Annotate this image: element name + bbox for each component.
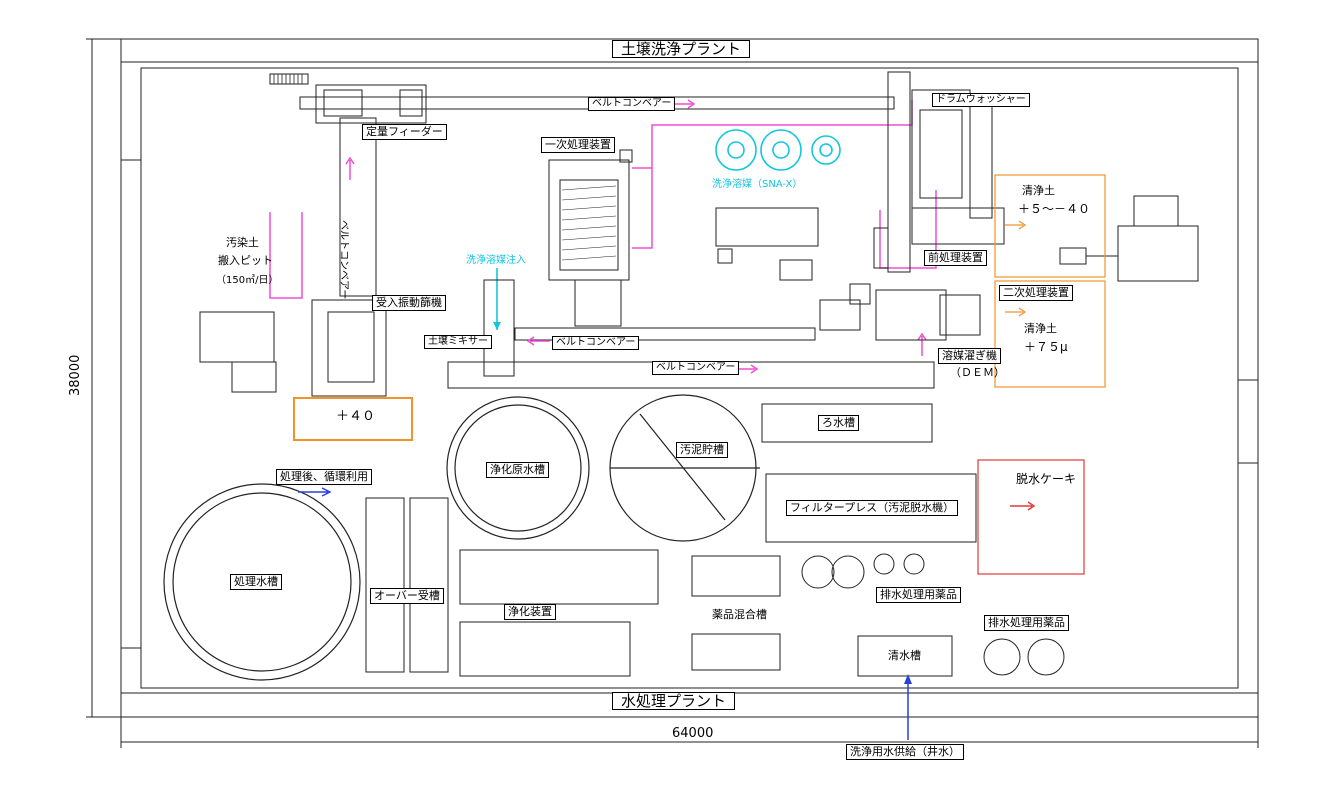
label-drain-chem-right: 排水処理用薬品 [984, 615, 1069, 631]
label-filter-press: フィルタープレス（汚泥脱水機） [786, 500, 959, 516]
label-clean-soil-b-2: ＋７５μ [1024, 340, 1068, 354]
label-belt-conveyor-top: ベルトコンベアー [588, 97, 676, 111]
label-filtrate-tank: ろ水槽 [818, 415, 859, 431]
label-dem-1: 溶媒濯ぎ機 [938, 348, 1001, 364]
filtrate-tank-body [761, 403, 933, 443]
label-contaminated-pit-1: 汚染土 [226, 236, 259, 249]
label-wash-tank: 洗浄溶媒（SNA-X） [712, 179, 803, 190]
label-clean-soil-b-1: 清浄土 [1024, 322, 1057, 335]
clear-water-tank-body [857, 635, 953, 677]
soil-mixer-body [483, 279, 515, 377]
label-wash-water-supply: 洗浄用水供給（井水） [846, 744, 964, 760]
label-sludge-storage: 汚泥貯槽 [676, 442, 728, 458]
label-treated-reuse: 処理後、循環利用 [276, 469, 372, 485]
label-belt-conveyor-vertical: ベルトコンベアー [338, 220, 349, 300]
label-wash-inject: 洗浄溶媒注入 [466, 255, 526, 266]
label-clear-water-tank: 清水槽 [888, 649, 921, 662]
label-belt-conveyor-bottom: ベルトコンベアー [652, 361, 740, 375]
raw-water-tank-circle [446, 396, 590, 540]
drum-washer-body [911, 89, 971, 209]
label-drain-chem-mid: 排水処理用薬品 [876, 587, 961, 603]
label-plus40: ＋４０ [336, 409, 376, 424]
label-dehydrated-cake: 脱水ケーキ [1016, 472, 1077, 486]
label-teiryo-feeder: 定量フィーダー [362, 124, 447, 140]
clean-soil-a-box [994, 174, 1106, 278]
belt-conveyor-mid [514, 327, 816, 341]
label-treated-water-tank: 処理水槽 [230, 574, 282, 590]
wash-tanks [496, 129, 841, 330]
label-over-tank: オーバー受槽 [370, 588, 444, 604]
title-water-treatment-plant: 水処理プラント [612, 692, 736, 710]
clean-soil-b-box [994, 280, 1106, 388]
inner-frame [140, 67, 1239, 689]
dehydrated-cake-box [977, 459, 1085, 575]
label-clean-soil-a-1: 清浄土 [1022, 184, 1055, 197]
chem-mixing-body [691, 633, 781, 671]
label-purifier: 浄化装置 [504, 604, 556, 620]
title-soil-washing-plant: 土壌洗浄プラント [612, 40, 751, 58]
filter-press-body [765, 473, 977, 543]
secondary-unit-body [875, 289, 947, 341]
primary-unit-body [548, 159, 630, 281]
width-dimension-label: 64000 [672, 726, 714, 741]
label-receiving-screen: 受入振動篩機 [372, 295, 446, 311]
label-secondary-unit: 二次処理装置 [999, 285, 1073, 301]
label-clean-soil-a-2: ＋５～－４０ [1018, 202, 1091, 216]
plus40-box [293, 397, 413, 441]
label-soil-mixer: 土壌ミキサー [424, 335, 492, 349]
outer-frame [120, 38, 1259, 718]
contaminated-pit-outline [269, 212, 303, 299]
label-contaminated-pit-3: （150㎥/日） [216, 275, 279, 286]
purifier-top [459, 549, 659, 605]
belt-conveyor-vertical [339, 117, 377, 297]
label-raw-water-tank: 浄化原水槽 [486, 462, 549, 478]
label-chem-mixing: 薬品混合槽 [712, 608, 767, 621]
receiving-screen-body [311, 299, 387, 397]
label-primary-unit: 一次処理装置 [541, 137, 615, 153]
label-dem-2: （ＤＥＭ） [950, 366, 1005, 379]
label-pre-process: 前処理装置 [924, 250, 987, 266]
label-belt-conveyor-mid: ベルトコンベアー [552, 336, 640, 350]
label-drum-washer: ドラムウォッシャー [932, 93, 1030, 107]
purifier-bottom [459, 621, 631, 677]
height-dimension-label: 38000 [68, 354, 83, 396]
label-contaminated-pit-2: 搬入ピット [218, 254, 273, 267]
treated-water-tank-circle [163, 483, 361, 681]
